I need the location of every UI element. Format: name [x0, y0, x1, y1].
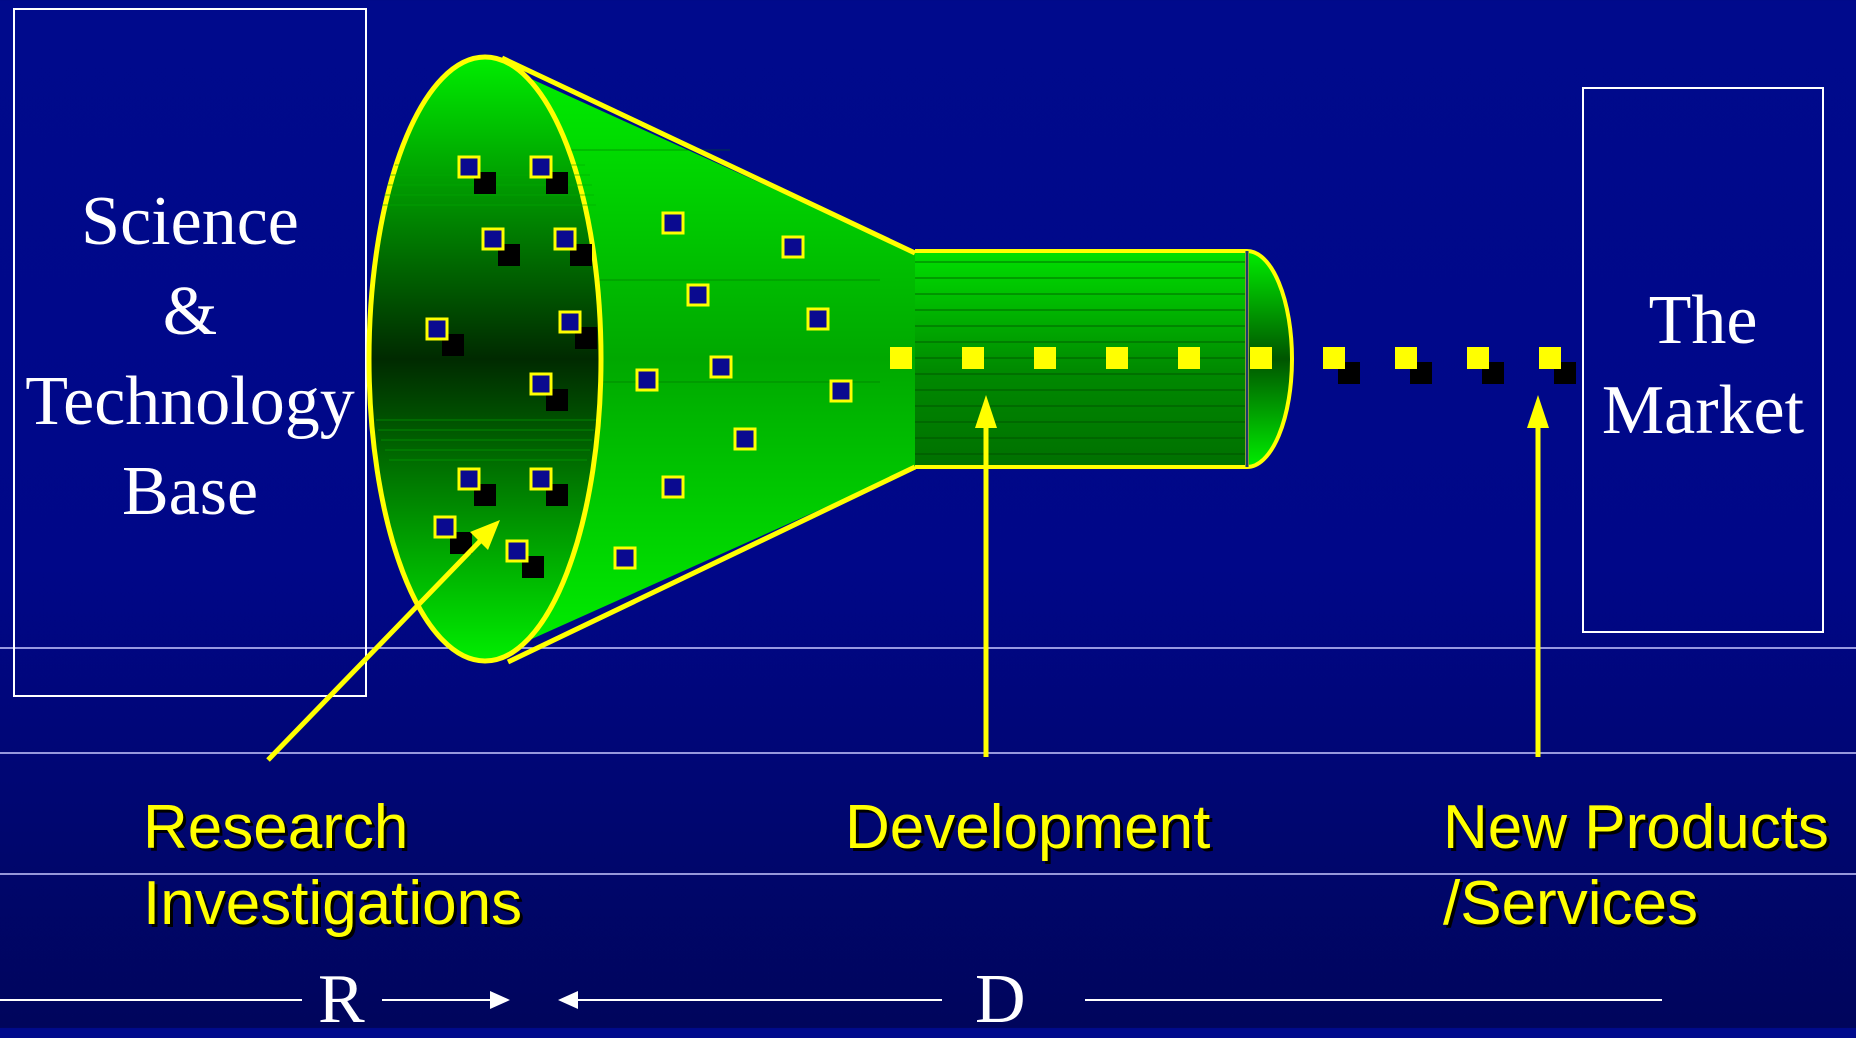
idea-square	[733, 427, 757, 451]
market-box	[1582, 87, 1824, 633]
rd-axis	[0, 991, 1662, 1009]
idea-squares-cone	[613, 211, 853, 570]
d-arrowhead	[558, 991, 578, 1009]
idea-square	[457, 155, 496, 194]
product-square	[1034, 347, 1056, 369]
new-products-arrow	[1527, 395, 1549, 757]
development-label: Development	[845, 793, 1211, 862]
axis-d-label: D	[975, 961, 1026, 1038]
research-investigations-label: Research Investigations	[143, 793, 523, 938]
product-pipeline	[890, 347, 1576, 384]
axis-r-label: R	[318, 961, 365, 1038]
funnel-mouth	[366, 54, 604, 664]
r-arrowhead	[490, 991, 510, 1009]
idea-square	[433, 515, 472, 554]
product-square	[1250, 347, 1272, 369]
new-products-services-label: New Products /Services	[1443, 793, 1829, 938]
idea-square	[558, 310, 597, 349]
product-square	[890, 347, 912, 369]
development-arrow	[975, 395, 997, 757]
idea-squares-mouth	[425, 155, 597, 578]
idea-square	[709, 355, 733, 379]
idea-square	[806, 307, 830, 331]
science-technology-text: Science & Technology Base	[14, 177, 366, 537]
idea-square	[635, 368, 659, 392]
base-line: Base	[121, 453, 259, 530]
idea-square	[457, 467, 496, 506]
idea-square	[661, 211, 685, 235]
research-funnel	[366, 54, 917, 665]
idea-square	[829, 379, 853, 403]
idea-square	[529, 372, 568, 411]
product-square	[1323, 347, 1360, 384]
idea-square	[529, 155, 568, 194]
product-square	[962, 347, 984, 369]
idea-square	[613, 546, 637, 570]
idea-square	[529, 467, 568, 506]
idea-square	[505, 539, 544, 578]
research-arrow	[266, 520, 500, 762]
product-square	[1539, 347, 1576, 384]
technology-line: Technology	[25, 363, 355, 440]
idea-square	[781, 235, 805, 259]
market-line: Market	[1601, 372, 1805, 449]
the-line: The	[1648, 282, 1758, 359]
idea-square	[686, 283, 710, 307]
product-square	[1178, 347, 1200, 369]
market-text: The Market	[1583, 276, 1823, 456]
idea-square	[553, 227, 592, 266]
product-square	[1467, 347, 1504, 384]
science-line: Science	[81, 183, 299, 260]
science-technology-box	[13, 8, 367, 697]
ampersand-line: &	[162, 273, 218, 350]
idea-square	[425, 317, 464, 356]
idea-square	[661, 475, 685, 499]
product-square	[1395, 347, 1432, 384]
product-square	[1106, 347, 1128, 369]
idea-square	[481, 227, 520, 266]
